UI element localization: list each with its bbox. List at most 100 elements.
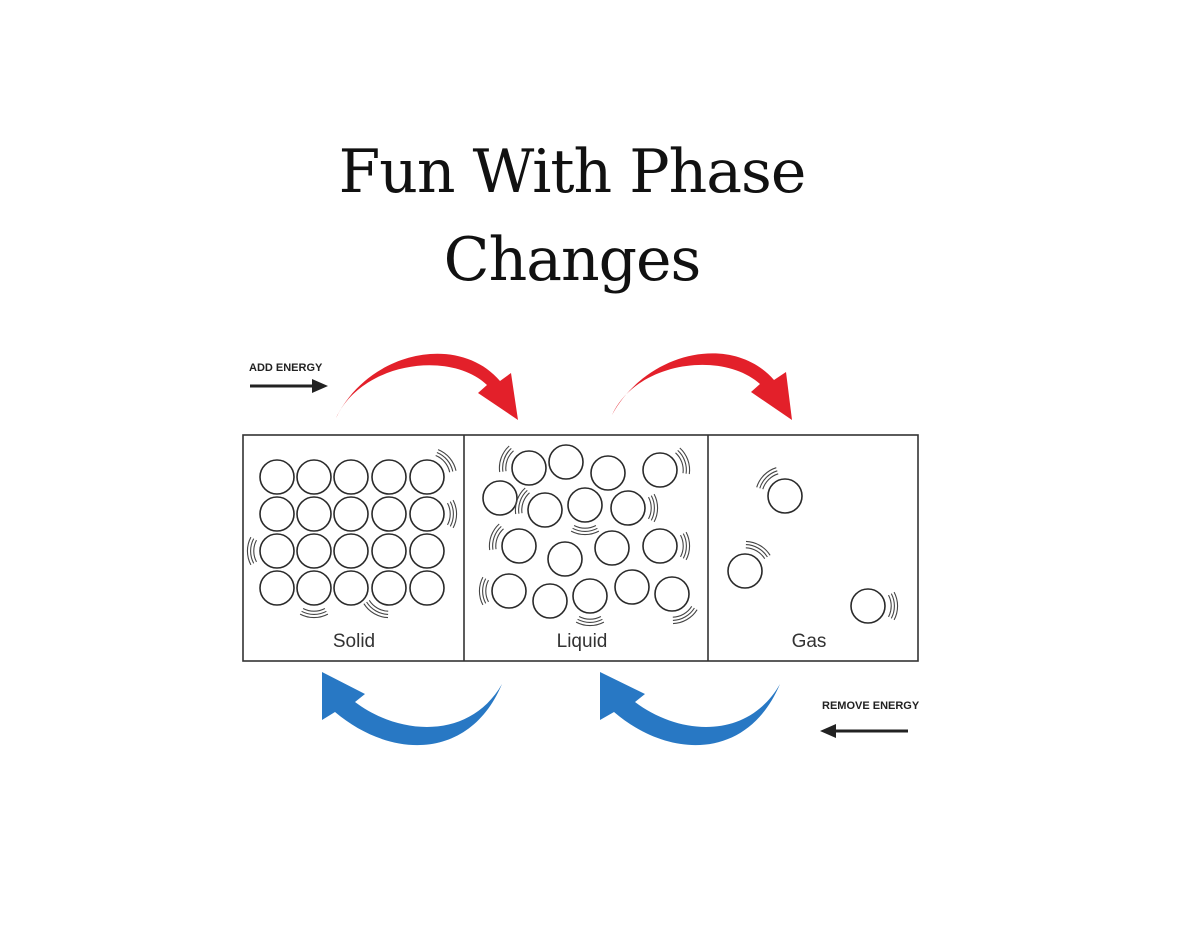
motion-mark bbox=[679, 447, 691, 475]
motion-mark bbox=[488, 523, 500, 551]
liquid-particle bbox=[501, 528, 537, 564]
solid-particle bbox=[333, 570, 369, 606]
motion-mark bbox=[518, 489, 528, 514]
motion-mark bbox=[893, 591, 899, 621]
motion-mark bbox=[573, 525, 597, 529]
motion-mark bbox=[302, 608, 326, 612]
solid-particle bbox=[333, 459, 369, 495]
solid-particle bbox=[371, 533, 407, 569]
motion-mark bbox=[675, 452, 684, 474]
gas-to-liquid-arrow bbox=[600, 672, 780, 746]
solid-particle bbox=[259, 459, 295, 495]
motion-mark bbox=[485, 579, 489, 603]
liquid-particle bbox=[482, 480, 518, 516]
motion-marks-layer bbox=[246, 445, 899, 627]
gas-particle bbox=[850, 588, 886, 624]
motion-mark bbox=[888, 594, 892, 618]
gas-particle bbox=[767, 478, 803, 514]
motion-mark bbox=[253, 539, 257, 563]
solid-particle bbox=[371, 570, 407, 606]
title-line-1: Fun With Phase bbox=[338, 137, 807, 207]
right-arrow-icon bbox=[250, 379, 328, 393]
motion-mark bbox=[449, 501, 454, 527]
motion-mark bbox=[482, 578, 487, 604]
motion-mark bbox=[447, 502, 451, 526]
solid-particle bbox=[371, 459, 407, 495]
solid-particle bbox=[296, 459, 332, 495]
liquid-particle bbox=[642, 452, 678, 488]
motion-mark bbox=[436, 451, 454, 472]
motion-mark bbox=[502, 447, 512, 472]
add-energy-label: ADD ENERGY bbox=[249, 362, 323, 374]
motion-mark bbox=[498, 445, 510, 473]
solid-particle bbox=[409, 570, 445, 606]
solid-particle bbox=[296, 533, 332, 569]
liquid-particle bbox=[567, 487, 603, 523]
motion-mark bbox=[570, 530, 600, 536]
solid-particle bbox=[259, 570, 295, 606]
motion-mark bbox=[505, 450, 514, 472]
motion-mark bbox=[682, 533, 687, 559]
solid-particle bbox=[296, 496, 332, 532]
solid-particle bbox=[259, 533, 295, 569]
motion-mark bbox=[745, 547, 766, 560]
motion-mark bbox=[648, 496, 652, 520]
motion-mark bbox=[745, 544, 768, 558]
phase-label-solid: Solid bbox=[333, 631, 375, 652]
motion-mark bbox=[677, 449, 687, 474]
particles-layer bbox=[259, 444, 886, 624]
solid-particle bbox=[409, 533, 445, 569]
motion-mark bbox=[301, 610, 327, 615]
motion-mark bbox=[437, 449, 457, 471]
motion-mark bbox=[521, 492, 530, 514]
liquid-particle bbox=[654, 576, 690, 612]
motion-mark bbox=[572, 527, 598, 532]
liquid-to-solid-arrow bbox=[322, 672, 502, 746]
gas-particle bbox=[727, 553, 763, 589]
liquid-particle bbox=[511, 450, 547, 486]
solid-particle bbox=[333, 496, 369, 532]
motion-mark bbox=[650, 495, 655, 521]
solid-particle bbox=[371, 496, 407, 532]
motion-mark bbox=[368, 599, 389, 612]
liquid-particle bbox=[590, 455, 626, 491]
title-line-2: Changes bbox=[443, 225, 702, 295]
motion-mark bbox=[762, 473, 779, 490]
motion-mark bbox=[577, 618, 603, 623]
motion-mark bbox=[672, 609, 698, 625]
motion-mark bbox=[514, 487, 526, 515]
liquid-particle bbox=[642, 528, 678, 564]
motion-mark bbox=[492, 525, 502, 550]
liquid-particle bbox=[594, 530, 630, 566]
liquid-particle bbox=[548, 444, 584, 480]
motion-mark bbox=[478, 576, 484, 606]
motion-mark bbox=[890, 593, 895, 619]
motion-mark bbox=[250, 538, 255, 564]
motion-mark bbox=[685, 531, 691, 561]
solid-particle bbox=[259, 496, 295, 532]
motion-mark bbox=[672, 607, 695, 621]
motion-mark bbox=[246, 536, 252, 566]
motion-mark bbox=[575, 621, 605, 627]
liquid-particle bbox=[572, 578, 608, 614]
solid-particle bbox=[333, 533, 369, 569]
page-title: Fun With Phase Changes bbox=[0, 128, 1144, 304]
motion-mark bbox=[435, 454, 451, 473]
solid-particle bbox=[409, 459, 445, 495]
motion-mark bbox=[495, 528, 504, 550]
motion-mark bbox=[672, 605, 693, 618]
liquid-particle bbox=[614, 569, 650, 605]
phase-frame bbox=[242, 434, 919, 662]
liquid-to-gas-arrow bbox=[612, 353, 792, 420]
motion-mark bbox=[756, 467, 777, 488]
remove-energy-label: REMOVE ENERGY bbox=[822, 700, 920, 712]
left-arrow-icon bbox=[820, 724, 908, 738]
liquid-particle bbox=[532, 583, 568, 619]
motion-mark bbox=[299, 613, 329, 619]
motion-mark bbox=[363, 603, 389, 619]
liquid-particle bbox=[527, 492, 563, 528]
solid-particle bbox=[296, 570, 332, 606]
motion-mark bbox=[745, 540, 771, 556]
motion-mark bbox=[759, 470, 778, 489]
